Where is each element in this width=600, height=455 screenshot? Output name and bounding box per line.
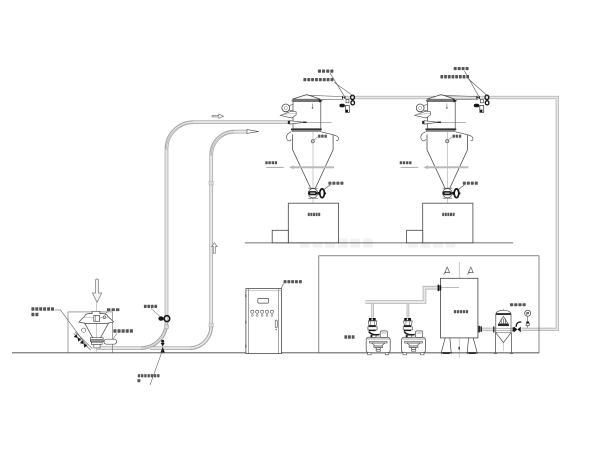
svg-text:P: P	[526, 311, 529, 316]
